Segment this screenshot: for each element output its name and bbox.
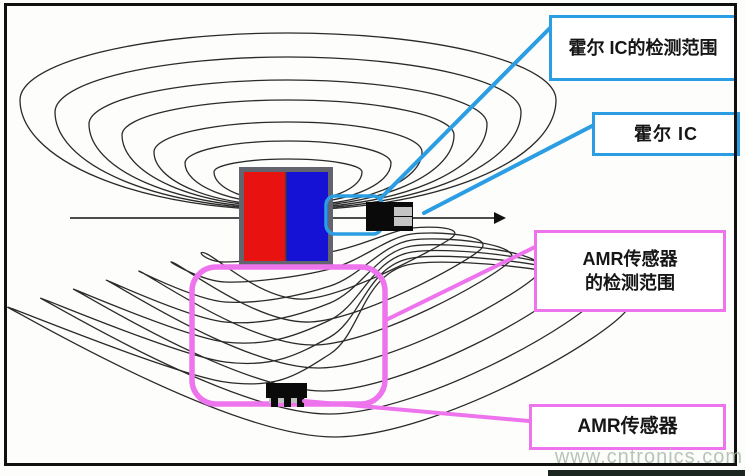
amr-sensor-leader-line (302, 399, 531, 423)
magnet-red-pole (244, 172, 286, 261)
callout-hall-detection-range: 霍尔 IC的检测范围 (549, 15, 737, 81)
field-line (19, 32, 557, 211)
hall-range-leader-line (379, 25, 553, 200)
field-line (54, 56, 522, 210)
magnet (239, 167, 333, 266)
hall-ic-component (366, 202, 413, 231)
watermark: www.cntronics.com (554, 446, 743, 468)
amr-range-label-line1: AMR传感器 (582, 248, 678, 269)
callout-amr-sensor: AMR传感器 (529, 404, 726, 450)
hall-ic-pin (394, 217, 412, 226)
hall-range-label: 霍尔 IC的检测范围 (568, 37, 718, 58)
amr-sensor-component (266, 383, 307, 407)
magnet-blue-pole (286, 172, 328, 261)
field-line (121, 99, 455, 208)
amr-range-label-line2: 的检测范围 (585, 273, 675, 293)
field-line (170, 232, 484, 323)
field-line (184, 140, 392, 205)
amr-sensor-label: AMR传感器 (577, 416, 678, 438)
axis-arrowhead (494, 212, 506, 224)
hall-ic-label: 霍尔 IC (633, 123, 698, 144)
field-line (153, 121, 423, 207)
bottom-edge-strip (548, 470, 745, 476)
field-line (88, 79, 488, 209)
callout-amr-detection-range: AMR传感器 的检测范围 (534, 230, 726, 312)
hall-ic-leader-line (422, 124, 594, 215)
amr-range-leader-line (384, 245, 537, 322)
hall-ic-pin (394, 207, 412, 216)
callout-hall-ic: 霍尔 IC (592, 112, 740, 156)
